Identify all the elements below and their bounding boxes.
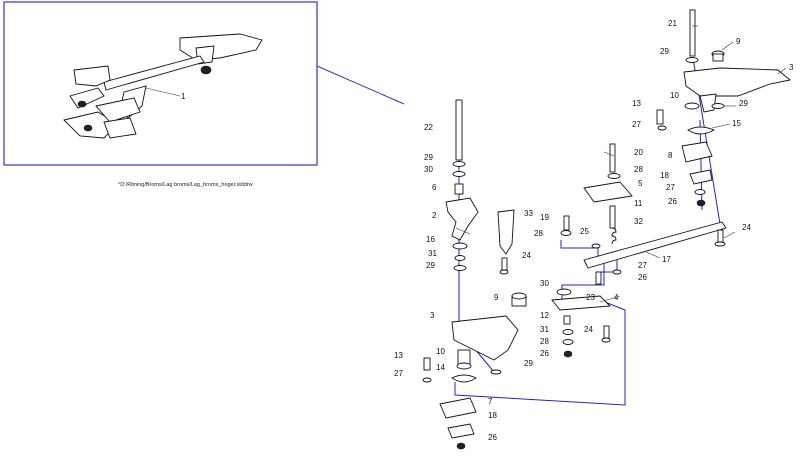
- callout-number: 29: [524, 359, 533, 368]
- callout-number: 5: [638, 179, 643, 188]
- callout-number: 32: [634, 217, 643, 226]
- callout-number: 13: [632, 99, 641, 108]
- callout-number: 23: [586, 293, 595, 302]
- callout-number: 30: [424, 165, 433, 174]
- link-pin-head: [714, 241, 726, 247]
- callout-number: 28: [540, 337, 549, 346]
- callout-number: 28: [534, 229, 543, 238]
- callout-number: 3: [430, 311, 435, 320]
- callout-number: 15: [732, 119, 741, 128]
- callout-number: 18: [488, 411, 497, 420]
- callout-number: 24: [522, 251, 531, 260]
- overview-assembly: [63, 33, 263, 139]
- callout-number: 6: [432, 183, 437, 192]
- callout-number: 27: [394, 369, 403, 378]
- upper-right-parts: [583, 9, 792, 245]
- callout-number: 7: [488, 397, 493, 406]
- callout-number: 26: [668, 197, 677, 206]
- callout-labels: 21 9 3 29 13 10 29 27 15 20 22 8 28 29 1…: [394, 19, 794, 442]
- callout-number: 12: [540, 311, 549, 320]
- callout-leaders: [455, 25, 787, 303]
- callout-number: 21: [668, 19, 677, 28]
- callout-number: 8: [668, 151, 673, 160]
- callout-number: 28: [634, 165, 643, 174]
- middle-parts: [551, 215, 622, 358]
- callout-number: 29: [426, 261, 435, 270]
- callout-number: 25: [580, 227, 589, 236]
- callout-number: 19: [540, 213, 549, 222]
- overview-callout: 1: [181, 92, 186, 101]
- callout-number: 30: [540, 279, 549, 288]
- callout-number: 2: [432, 211, 437, 220]
- callout-number: 31: [428, 249, 437, 258]
- callout-number: 26: [540, 349, 549, 358]
- callout-number: 11: [634, 199, 643, 208]
- callout-number: 10: [670, 91, 679, 100]
- callout-number: 24: [584, 325, 593, 334]
- callout-number: 27: [632, 120, 641, 129]
- callout-number: 4: [614, 293, 619, 302]
- callout-number: 27: [666, 183, 675, 192]
- overview-frame: [3, 1, 318, 166]
- callout-number: 29: [424, 153, 433, 162]
- callout-number: 22: [424, 123, 433, 132]
- callout-number: 13: [394, 351, 403, 360]
- callout-number: 14: [436, 363, 445, 372]
- callout-number: 9: [494, 293, 499, 302]
- left-column-parts: [445, 99, 515, 275]
- overview-connector-line: [316, 65, 405, 105]
- callout-number: 3: [789, 63, 794, 72]
- link-rod: [583, 221, 727, 269]
- file-path-caption: °D:/Ritning/Broms/Lag broms/Lag_broms_ho…: [118, 182, 253, 188]
- callout-number: 26: [638, 273, 647, 282]
- callout-number: 29: [660, 47, 669, 56]
- callout-number: 10: [436, 347, 445, 356]
- callout-number: 29: [739, 99, 748, 108]
- link-pin: [717, 229, 724, 243]
- callout-number: 27: [638, 261, 647, 270]
- callout-number: 24: [742, 223, 751, 232]
- lower-left-parts: [422, 292, 527, 450]
- callout-number: 33: [524, 209, 533, 218]
- callout-number: 16: [426, 235, 435, 244]
- callout-number: 18: [660, 171, 669, 180]
- callout-number: 17: [662, 255, 671, 264]
- callout-number: 31: [540, 325, 549, 334]
- callout-number: 20: [634, 148, 643, 157]
- callout-number: 26: [488, 433, 497, 442]
- callout-number: 9: [736, 37, 741, 46]
